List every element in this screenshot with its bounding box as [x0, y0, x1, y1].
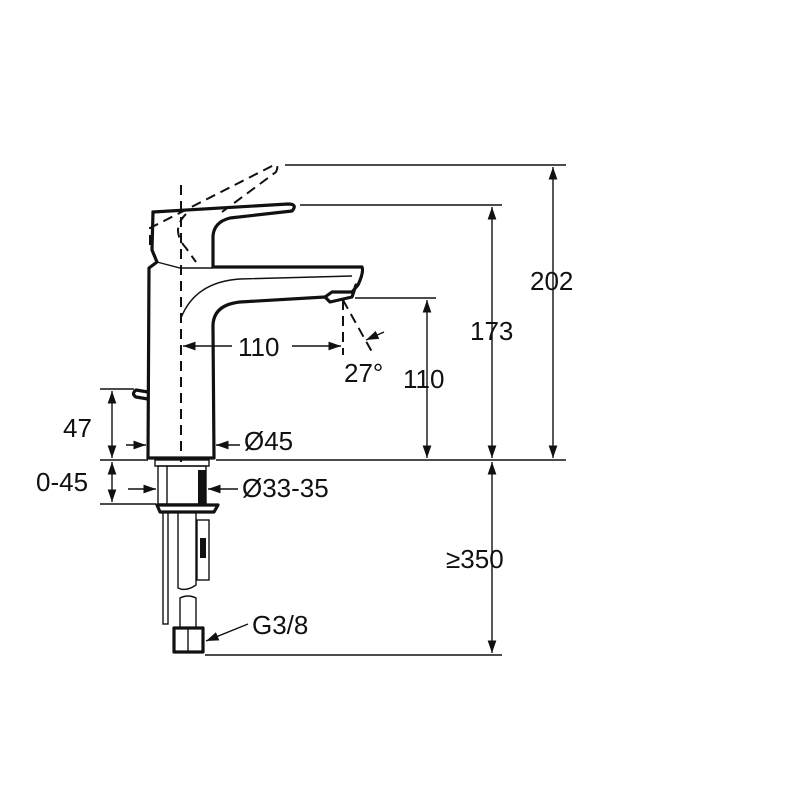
hose-fitting — [196, 519, 210, 581]
body-outline — [146, 210, 327, 460]
popup-knob — [131, 388, 150, 401]
dim-deck-thickness: 0-45 — [36, 467, 88, 497]
hose-lower — [179, 595, 197, 629]
dim-lever-height: 173 — [470, 316, 513, 346]
dim-total-height: 202 — [530, 266, 573, 296]
faucet-outline — [131, 163, 365, 654]
raised-lever-outline — [149, 163, 279, 245]
popup-rod — [162, 511, 169, 625]
dim-spout-height: 110 — [403, 364, 444, 394]
extension-lines — [100, 164, 566, 656]
dimension-lines — [107, 167, 558, 653]
dim-base-diameter: Ø45 — [244, 426, 293, 456]
spout-curve — [180, 275, 353, 319]
dim-popup-height: 47 — [63, 413, 92, 443]
handle-joint — [156, 261, 213, 269]
cartridge-outline — [177, 213, 197, 263]
lever-and-spout-top — [151, 202, 365, 304]
dim-spray-angle: 27° — [344, 358, 383, 388]
fitting-detail — [200, 538, 206, 558]
connection-label: G3/8 — [252, 610, 308, 640]
thread — [198, 470, 206, 504]
dim-hole-diameter: Ø33-35 — [242, 473, 329, 503]
hose-upper — [177, 512, 197, 591]
dim-hose-length: ≥350 — [446, 544, 504, 574]
dim-spout-reach: 110 — [238, 332, 279, 362]
fixing-plate — [155, 503, 220, 514]
